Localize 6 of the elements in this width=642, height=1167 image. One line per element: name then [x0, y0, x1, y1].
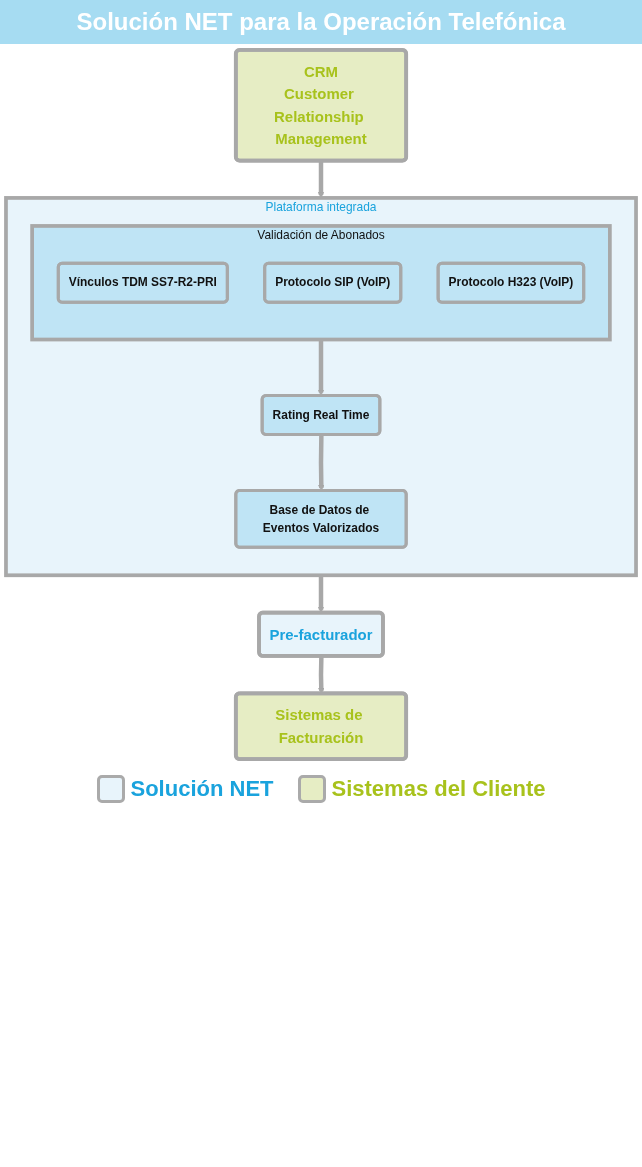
arrow [317, 339, 325, 396]
legend-label: Solución NET [130, 776, 274, 803]
title: Solución NET para la Operación Telefónica [0, 0, 642, 44]
arrow [317, 656, 325, 694]
arrow [317, 575, 325, 613]
legend-label: Sistemas del Cliente [331, 776, 546, 803]
